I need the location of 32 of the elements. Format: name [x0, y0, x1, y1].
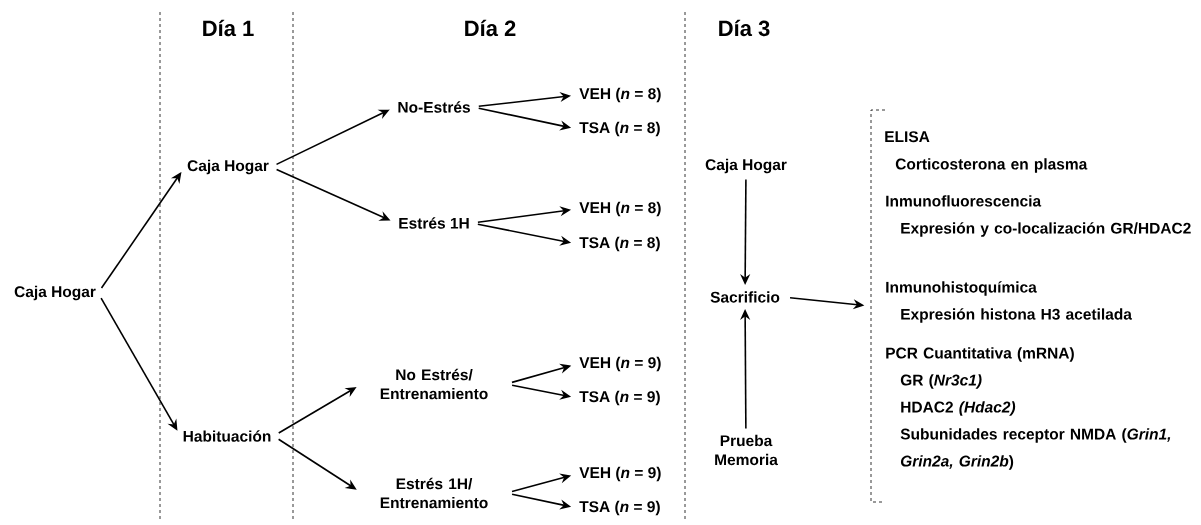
group-label: TSA (n = 9): [579, 390, 660, 406]
group-label: VEH (n = 9): [579, 466, 661, 482]
bracket: [870, 109, 886, 503]
method-heading: ELISA: [885, 131, 930, 143]
group-label: VEH (n = 9): [579, 356, 661, 372]
step-label: Caja Hogar: [187, 159, 269, 175]
method-item: Corticosterona en plasma: [895, 158, 1088, 173]
step-label: Habituación: [183, 430, 271, 442]
step-label: Sacrificio: [710, 291, 780, 303]
method-heading: Inmunohistoquímica: [886, 281, 1037, 296]
method-heading: Inmunofluorescencia: [886, 195, 1042, 207]
group-label: TSA (n = 9): [579, 500, 660, 516]
group-label: TSA (n = 8): [579, 236, 660, 252]
method-item: Expresión y co-localización GR/HDAC2: [901, 222, 1191, 237]
day-heading: Día 2: [465, 19, 516, 37]
step-label: Caja Hogar: [705, 158, 787, 174]
method-heading: PCR Cuantitativa (mRNA): [886, 347, 1074, 362]
step-label: No-Estrés: [398, 101, 470, 113]
method-item: Expresión histona H3 acetilada: [901, 308, 1132, 323]
method-item: Subunidades receptor NMDA (Grin1, Grin2a, Grin2b): [900, 428, 1171, 470]
step-label: No Estrés/ Entrenamiento: [380, 368, 488, 400]
group-label: TSA (n = 8): [579, 121, 660, 137]
method-item: GR (Nr3c1): [900, 374, 982, 389]
step-label: Prueba Memoria: [715, 434, 778, 466]
method-item: HDAC2 (Hdac2): [901, 401, 1016, 416]
step-label: Caja Hogar: [14, 285, 96, 301]
day-heading: Día 1: [203, 19, 254, 37]
day-heading: Día 3: [719, 19, 770, 37]
group-label: VEH (n = 8): [579, 201, 661, 217]
step-label: Estrés 1H/ Entrenamiento: [380, 477, 488, 509]
step-label: Estrés 1H: [399, 217, 469, 229]
group-label: VEH (n = 8): [579, 87, 661, 103]
